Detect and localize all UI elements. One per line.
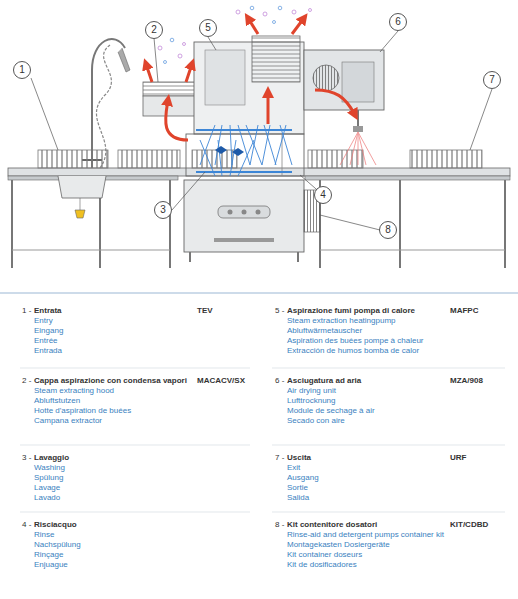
callout-circle: 2: [145, 21, 163, 39]
callout-circle: 7: [483, 71, 501, 89]
translation: Entry: [34, 316, 53, 326]
part-code: MAFPC: [450, 306, 478, 316]
item-number: 6 -: [275, 376, 284, 386]
translation: Secado con aire: [287, 416, 345, 426]
translation: Steam extracting hood: [34, 386, 114, 396]
translation: Rinçage: [34, 550, 63, 560]
item-number: 4 -: [22, 520, 31, 530]
translation: Ausgang: [287, 473, 319, 483]
callout-circle: 8: [379, 221, 397, 239]
callout-number: 2: [151, 25, 157, 35]
item-number: 5 -: [275, 306, 284, 316]
item-number: 8 -: [275, 520, 284, 530]
translation: Rinse: [34, 530, 54, 540]
translation: Module de sechage à air: [287, 406, 375, 416]
callout-number: 1: [19, 65, 25, 75]
translation: Rinse-aid and detergent pumps container …: [287, 530, 444, 540]
item-number: 2 -: [22, 376, 31, 386]
callout-number: 5: [205, 23, 211, 33]
callout-circle: 5: [199, 19, 217, 37]
translation: Aspiration des buées pompe à chaleur: [287, 336, 424, 346]
part-name: Asciugatura ad aria: [287, 376, 361, 386]
translation: Montagekasten Dosiergeräte: [287, 540, 390, 550]
translation: Air drying unit: [287, 386, 336, 396]
translation: Spülung: [34, 473, 63, 483]
callout-number: 6: [395, 17, 401, 27]
translation: Entrada: [34, 346, 62, 356]
translation: Steam extraction heatingpump: [287, 316, 396, 326]
part-name: Risciacquo: [34, 520, 77, 530]
translation: Kit container doseurs: [287, 550, 362, 560]
translation: Salida: [287, 493, 309, 503]
translation: Sortie: [287, 483, 308, 493]
item-number: 3 -: [22, 453, 31, 463]
callout-circle: 6: [389, 13, 407, 31]
callout-number: 8: [385, 225, 391, 235]
callout-circle: 3: [154, 201, 172, 219]
translation: Eingang: [34, 326, 63, 336]
translation: Kit de dosificadores: [287, 560, 357, 570]
translation: Hotte d'aspiration de buées: [34, 406, 131, 416]
translation: Campana extractor: [34, 416, 102, 426]
part-code: TEV: [197, 306, 213, 316]
translation: Entrée: [34, 336, 58, 346]
translation: Enjuague: [34, 560, 68, 570]
part-name: Uscita: [287, 453, 311, 463]
part-code: KIT/CDBD: [450, 520, 488, 530]
translation: Lufttrocknung: [287, 396, 335, 406]
callout-number: 4: [320, 190, 326, 200]
translation: Abluftstutzen: [34, 396, 80, 406]
translation: Abluftwärmetauscher: [287, 326, 362, 336]
translation: Lavage: [34, 483, 60, 493]
translation: Lavado: [34, 493, 60, 503]
callout-circle: 4: [314, 186, 332, 204]
part-code: URF: [450, 453, 466, 463]
part-name: Kit contenitore dosatori: [287, 520, 377, 530]
translation: Washing: [34, 463, 65, 473]
part-name: Entrata: [34, 306, 62, 316]
translation: Nachspülung: [34, 540, 81, 550]
item-number: 1 -: [22, 306, 31, 316]
translation: Extracción de humos bomba de calor: [287, 346, 419, 356]
part-name: Lavaggio: [34, 453, 69, 463]
item-number: 7 -: [275, 453, 284, 463]
part-name: Aspirazione fumi pompa di calore: [287, 306, 415, 316]
callout-number: 3: [160, 205, 166, 215]
part-code: MACACV/SX: [197, 376, 245, 386]
translation: Exit: [287, 463, 300, 473]
part-name: Cappa aspirazione con condensa vapori: [34, 376, 187, 386]
callout-circle: 1: [13, 61, 31, 79]
part-code: MZA/908: [450, 376, 483, 386]
callout-number: 7: [489, 75, 495, 85]
